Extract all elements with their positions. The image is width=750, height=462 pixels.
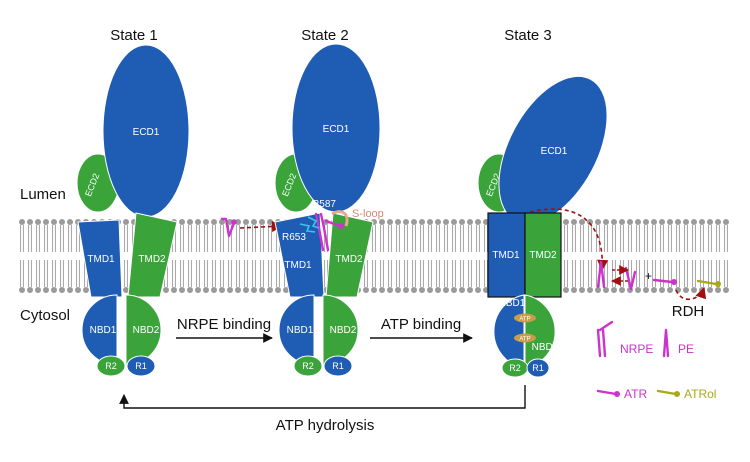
rdh-label: RDH bbox=[672, 303, 705, 320]
atp-label: ATP bbox=[519, 337, 530, 343]
released-pe bbox=[596, 260, 606, 289]
ecd1-label: ECD1 bbox=[541, 146, 568, 157]
plus-sign: + bbox=[645, 269, 652, 283]
r587-sidechain bbox=[307, 216, 320, 229]
r1-label: R1 bbox=[532, 363, 544, 373]
nbd1-label: NBD1 bbox=[499, 298, 526, 309]
tmd1-label: TMD1 bbox=[284, 260, 312, 271]
r587-label: R587 bbox=[312, 199, 336, 210]
state-1-label: State 1 bbox=[110, 27, 158, 44]
rdh-conversion-arrow bbox=[675, 286, 707, 300]
tmd1-label: TMD1 bbox=[87, 254, 115, 265]
nbd2-label: NBD2 bbox=[532, 342, 559, 353]
legend-pe-icon bbox=[662, 328, 670, 358]
tmd2-domain bbox=[127, 212, 178, 298]
state-1-transporter: State 1 ECD2 ECD1 TMD1 TMD2 NBD1 NBD2 R2… bbox=[76, 27, 190, 377]
r2-label: R2 bbox=[105, 361, 117, 371]
r2-label: R2 bbox=[509, 363, 521, 373]
atp-molecule bbox=[514, 313, 536, 323]
r1-domain bbox=[323, 355, 353, 377]
state-2-label: State 2 bbox=[301, 27, 349, 44]
legend-nrpe-icon bbox=[596, 320, 614, 358]
product-atrol bbox=[696, 279, 718, 286]
nbd1-label: NBD1 bbox=[287, 325, 314, 336]
nrpe-release-arrow bbox=[529, 208, 609, 272]
released-products: + RDH bbox=[596, 260, 721, 320]
r653-label: R653 bbox=[282, 232, 306, 243]
nbd1-label: NBD1 bbox=[90, 325, 117, 336]
released-atr bbox=[652, 278, 674, 284]
tmd2-label: TMD2 bbox=[335, 254, 363, 265]
lumen-label: Lumen bbox=[20, 186, 66, 203]
tmd2-domain bbox=[325, 212, 374, 298]
legend-atr-label: ATR bbox=[624, 387, 647, 401]
nrpe-binding-label: NRPE binding bbox=[177, 316, 271, 333]
r2-domain bbox=[96, 355, 126, 377]
legend-atrol-label: ATRol bbox=[684, 387, 716, 401]
ecd1-label: ECD1 bbox=[323, 124, 350, 135]
state-3-transporter: State 3 ECD2 ECD1 TMD1 TMD2 NBD1 NBD2 AT… bbox=[477, 27, 609, 378]
released-nrpe bbox=[624, 266, 637, 291]
legend-nrpe-label: NRPE bbox=[620, 342, 653, 356]
nbd2-domain bbox=[524, 294, 556, 369]
r2-label: R2 bbox=[302, 361, 314, 371]
r653-sidechain bbox=[299, 223, 316, 233]
cytosol-label: Cytosol bbox=[20, 307, 70, 324]
tmd1-domain bbox=[77, 219, 123, 298]
incoming-nrpe bbox=[220, 217, 284, 238]
r2-domain bbox=[293, 355, 323, 377]
legend-atrol-icon bbox=[656, 389, 680, 397]
s-loop-label: S-loop bbox=[352, 208, 384, 220]
r1-label: R1 bbox=[135, 361, 147, 371]
tmd2-domain bbox=[524, 212, 562, 298]
tmd2-label: TMD2 bbox=[138, 254, 166, 265]
legend-pe-label: PE bbox=[678, 342, 694, 356]
nbd2-label: NBD2 bbox=[133, 325, 160, 336]
tmd1-domain bbox=[274, 212, 325, 298]
s-loop bbox=[331, 210, 349, 227]
atp-hydrolysis-arrow bbox=[119, 385, 526, 409]
tmd1-domain bbox=[487, 212, 526, 298]
lipid-bilayer bbox=[19, 219, 729, 293]
atp-binding-label: ATP binding bbox=[381, 316, 461, 333]
atp-molecule bbox=[514, 333, 536, 343]
legend: NRPE PE ATR ATRol bbox=[596, 320, 716, 401]
tmd1-label: TMD1 bbox=[492, 250, 520, 261]
r1-domain bbox=[526, 358, 550, 378]
ecd1-label: ECD1 bbox=[133, 127, 160, 138]
atp-hydrolysis-label: ATP hydrolysis bbox=[276, 417, 375, 434]
state-3-label: State 3 bbox=[504, 27, 552, 44]
legend-atr-icon bbox=[596, 389, 620, 397]
tmd2-label: TMD2 bbox=[529, 250, 557, 261]
r1-label: R1 bbox=[332, 361, 344, 371]
atp-label: ATP bbox=[519, 317, 530, 323]
nrpe-entry-arrow bbox=[239, 220, 284, 233]
transition-arrows: NRPE binding ATP binding ATP hydrolysis bbox=[119, 316, 526, 434]
nbd2-label: NBD2 bbox=[330, 325, 357, 336]
state-2-transporter: State 2 ECD2 ECD1 TMD1 TMD2 NBD1 NBD2 R2… bbox=[274, 27, 384, 377]
r1-domain bbox=[126, 355, 156, 377]
